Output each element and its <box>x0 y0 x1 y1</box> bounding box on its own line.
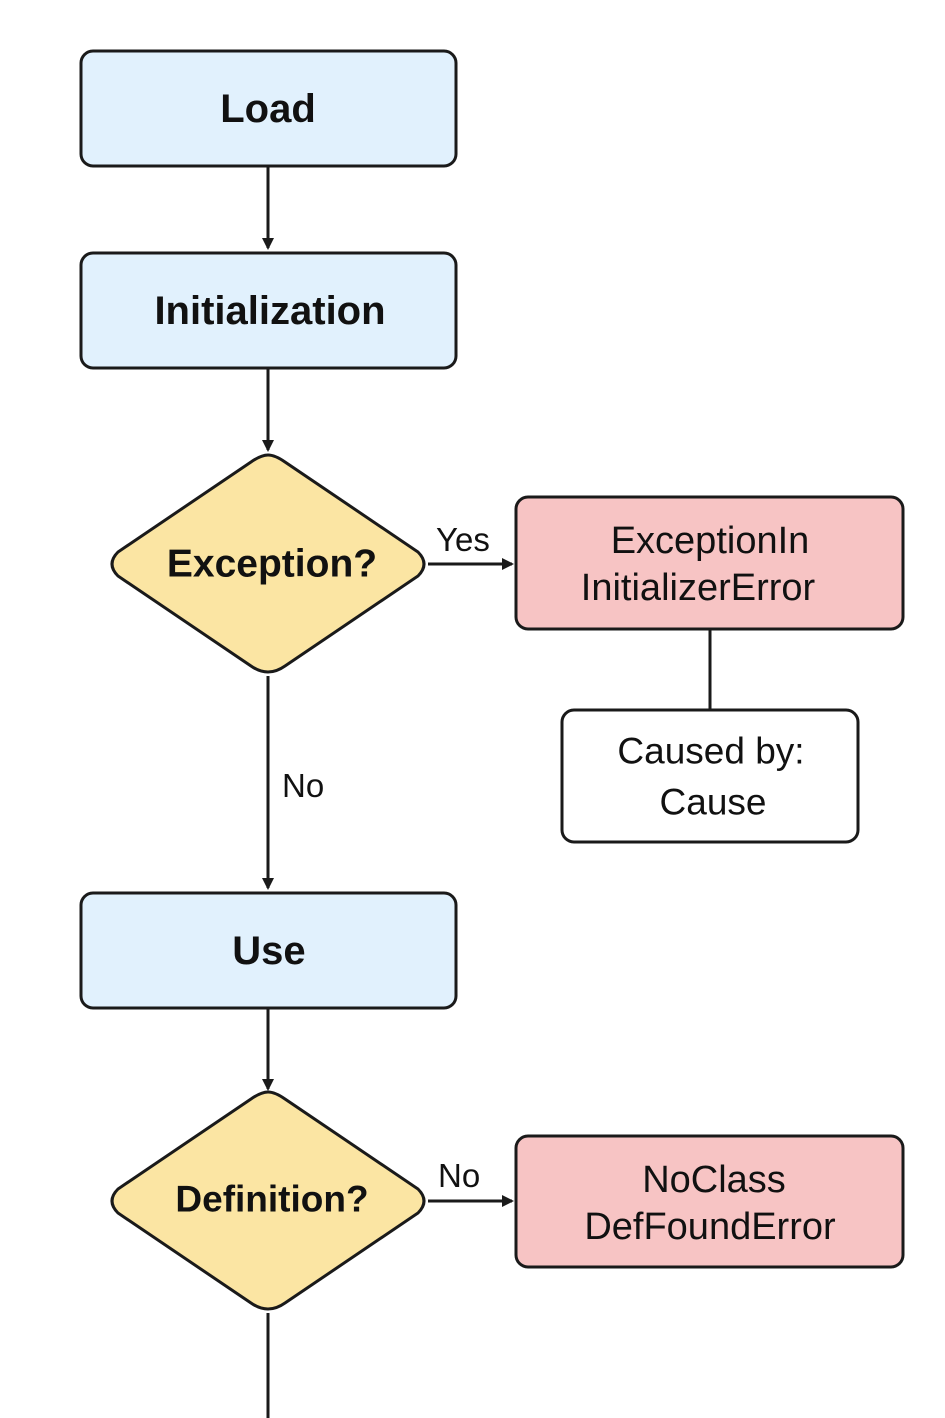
edge-label-no-definition: No <box>438 1157 480 1194</box>
exception-error-box <box>514 495 905 631</box>
exception-error-label-line1: ExceptionIn <box>611 520 810 562</box>
use-label: Use <box>232 929 305 973</box>
node-exception-in-initializer-error: ExceptionIn InitializerError <box>514 495 905 631</box>
load-label: Load <box>220 87 316 131</box>
node-no-class-def-found-error: NoClass DefFoundError <box>514 1134 905 1269</box>
cause-label-line1: Caused by: <box>617 731 804 772</box>
noclass-label-line2: DefFoundError <box>584 1206 836 1248</box>
cause-box <box>560 708 860 844</box>
exception-error-label-line2: InitializerError <box>581 567 816 609</box>
edge-label-no-exception: No <box>282 767 324 804</box>
node-definition-decision: Definition? <box>110 1090 426 1311</box>
initialization-label: Initialization <box>154 289 385 333</box>
node-use: Use <box>79 891 458 1010</box>
edge-label-yes: Yes <box>436 521 490 558</box>
noclass-error-box <box>514 1134 905 1269</box>
exception-decision-label: Exception? <box>167 543 377 586</box>
node-cause-note: Caused by: Cause <box>560 708 860 844</box>
use-box <box>79 891 458 1010</box>
initialization-box <box>79 251 458 370</box>
exception-diamond <box>110 453 426 674</box>
node-load: Load <box>79 49 458 168</box>
node-exception-decision: Exception? <box>110 453 426 674</box>
definition-decision-label: Definition? <box>175 1179 368 1220</box>
load-box <box>79 49 458 168</box>
cause-label-line2: Cause <box>660 782 767 823</box>
node-initialization: Initialization <box>79 251 458 370</box>
definition-diamond <box>110 1090 426 1311</box>
noclass-label-line1: NoClass <box>642 1159 786 1201</box>
